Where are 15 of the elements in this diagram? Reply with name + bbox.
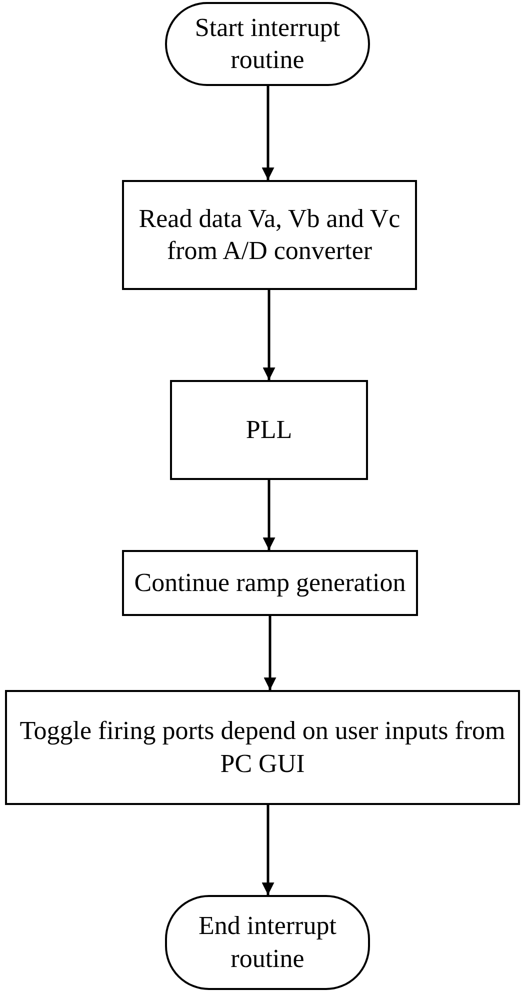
node-text: Toggle firing ports depend on user inputs from PC GUI (18, 715, 506, 780)
node-text: End interrupt routine (198, 910, 338, 974)
node-text: Read data Va, Vb and Vc from A/D converter (138, 202, 402, 267)
arrow (262, 86, 274, 180)
arrow (262, 480, 276, 550)
process-box (170, 380, 368, 480)
process-box (5, 690, 520, 805)
node-text: PLL (246, 414, 292, 446)
arrow (264, 616, 276, 690)
process-box (122, 180, 417, 290)
arrow (262, 805, 274, 895)
arrow (262, 290, 276, 380)
process-box (122, 550, 418, 616)
node-text: Start interrupt routine (194, 12, 342, 76)
node-text: Continue ramp generation (134, 566, 406, 599)
